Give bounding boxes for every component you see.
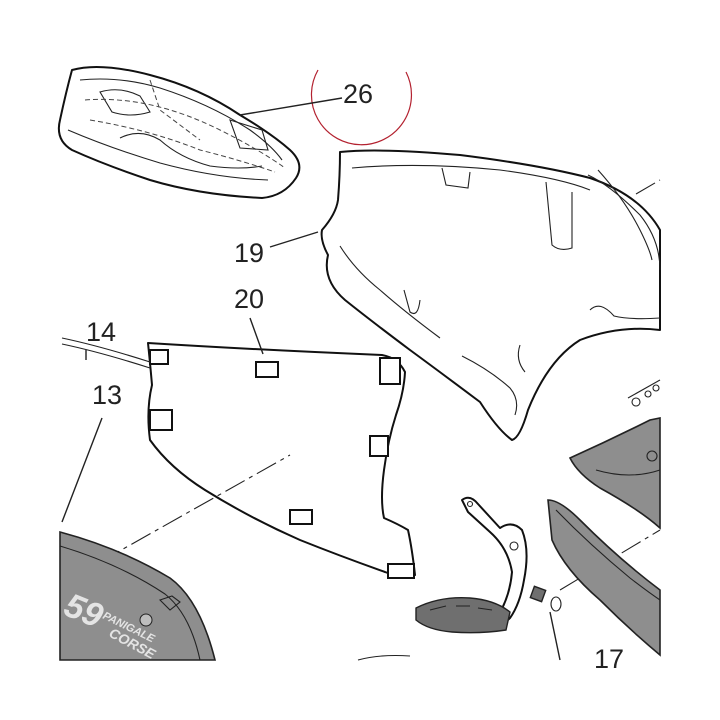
right-panel-lower [547, 499, 661, 657]
leader-20 [249, 317, 264, 355]
bracket-hole [466, 500, 474, 508]
callout-19: 19 [234, 238, 264, 268]
screw-icon [139, 613, 153, 627]
leader-17 [549, 611, 561, 661]
pad-tab [379, 357, 401, 385]
pad-tab [387, 563, 415, 579]
pad-tab [149, 409, 173, 431]
fastener-set [529, 529, 661, 612]
callout-14: 14 [86, 317, 116, 347]
highlight-circle [310, 69, 413, 146]
bracket-assembly [415, 496, 528, 634]
nut-icon [529, 585, 547, 603]
leader-26 [239, 97, 343, 116]
right-panel-upper [568, 417, 661, 530]
part-13-side-panel: 59 PANIGALE CORSE [59, 530, 217, 662]
screw-icon [627, 379, 661, 399]
pad-tab [149, 349, 169, 365]
assembly-axis [99, 454, 291, 563]
part-26-cover [57, 66, 301, 199]
callout-26: 26 [343, 79, 373, 109]
bracket-hole [509, 541, 519, 551]
screw-icon [646, 450, 658, 462]
part-19-panel [320, 149, 661, 441]
clip-icon [158, 595, 181, 611]
leader-13 [61, 417, 103, 523]
pad-tab [289, 509, 313, 525]
leader-19 [269, 231, 319, 248]
pad-tab [369, 435, 389, 457]
lower-part-edge [357, 654, 411, 661]
callout-17: 17 [594, 644, 624, 674]
screw-set-right [627, 379, 661, 407]
part-14-strip [61, 337, 151, 369]
pad-tab [255, 361, 279, 378]
callout-13: 13 [92, 380, 122, 410]
callout-20: 20 [234, 284, 264, 314]
washer-icon [550, 596, 562, 612]
part-20-pad [147, 342, 416, 579]
